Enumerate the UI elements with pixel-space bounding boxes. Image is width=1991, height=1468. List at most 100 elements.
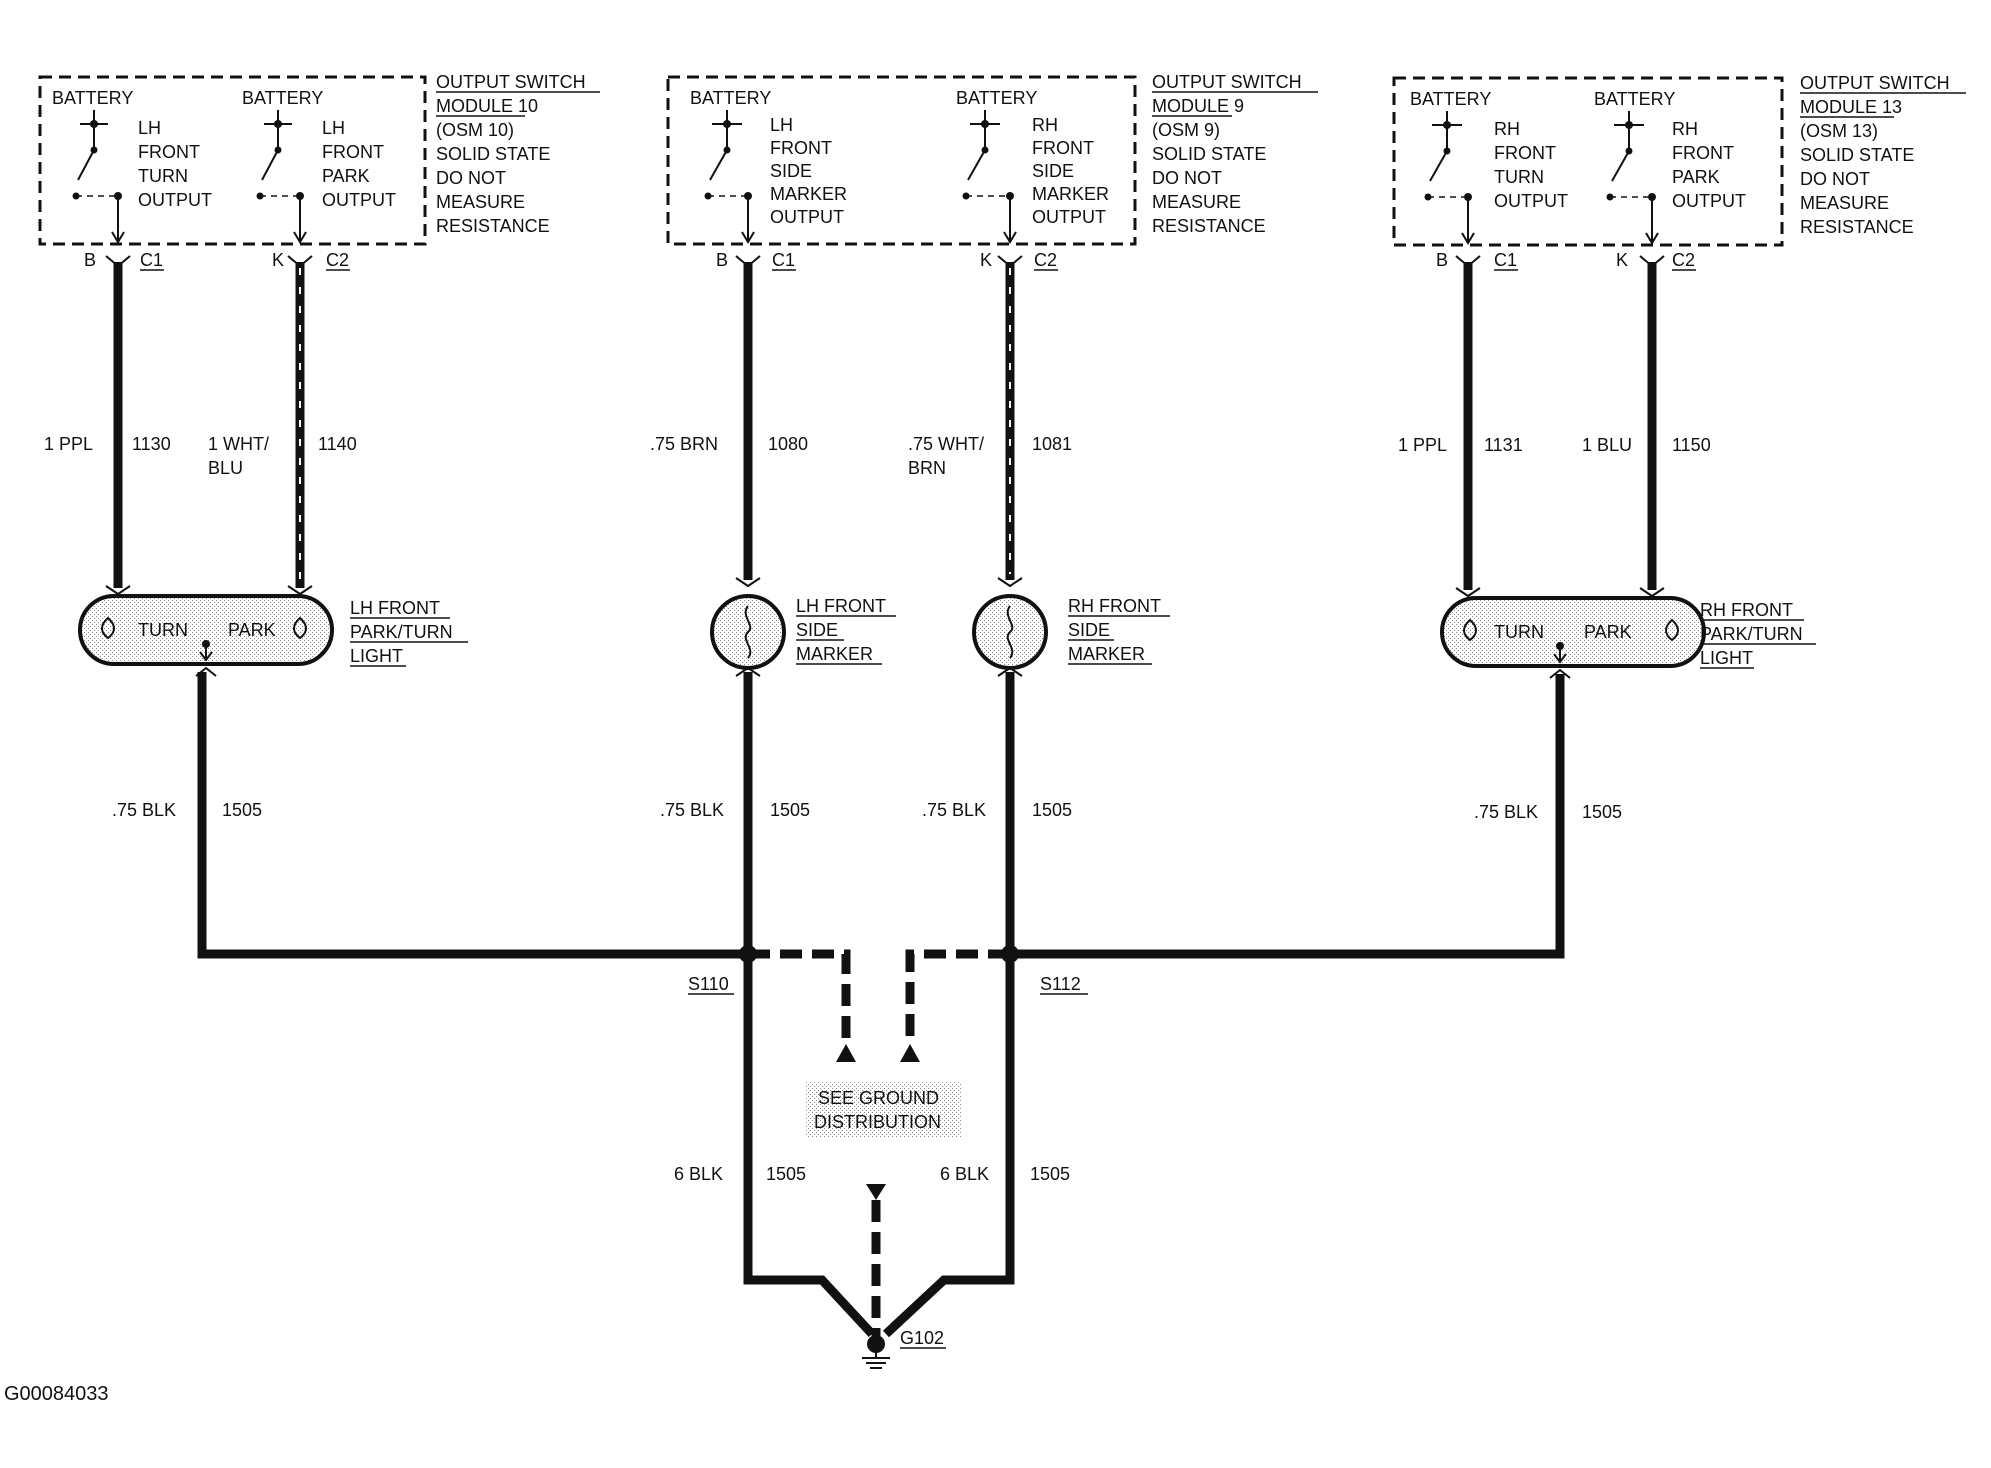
rh-light-ground-circuit: 1505	[1582, 802, 1622, 822]
svg-text:OUTPUT SWITCH: OUTPUT SWITCH	[1152, 72, 1302, 92]
ground-wires	[743, 954, 1015, 1338]
svg-text:MODULE 10: MODULE 10	[436, 96, 538, 116]
module-13-switch-1	[1424, 111, 1475, 245]
module-9-title: OUTPUT SWITCH MODULE 9 (OSM 9) SOLID STA…	[1152, 72, 1318, 236]
ground-right-color: 6 BLK	[940, 1164, 989, 1184]
wire-1130-circuit: 1130	[132, 434, 171, 454]
module-13-switch-2	[1606, 111, 1659, 245]
svg-text:LIGHT: LIGHT	[1700, 648, 1753, 668]
wire-1150-circuit: 1150	[1672, 435, 1711, 455]
upper-wire-labels: 1 PPL 1130 1 WHT/ BLU 1140 .75 BRN 1080 …	[44, 434, 1711, 478]
lh-front-side-marker: LH FRONT SIDE MARKER	[710, 594, 896, 670]
wire-1131-color: 1 PPL	[1398, 435, 1447, 455]
svg-text:SIDE: SIDE	[770, 161, 812, 181]
lh-light-ground-color: .75 BLK	[112, 800, 176, 820]
output-switch-module-10: BATTERY BATTERY LH FRONT TURN OUTPUT	[38, 72, 600, 271]
rh-marker-filament-icon	[1006, 605, 1014, 659]
module-9-conn-c1: C1	[772, 250, 795, 270]
svg-text:SOLID STATE: SOLID STATE	[436, 144, 550, 164]
svg-text:TURN: TURN	[138, 166, 188, 186]
svg-text:FRONT: FRONT	[1494, 143, 1556, 163]
module-10-switch-1	[72, 110, 125, 244]
module-10-title: OUTPUT SWITCH MODULE 10 (OSM 10) SOLID S…	[436, 72, 600, 236]
ground-left-color: 6 BLK	[674, 1164, 723, 1184]
module-9-switch-2	[962, 110, 1017, 244]
module-9-switch-2-label: RH FRONT SIDE MARKER OUTPUT	[1032, 115, 1109, 227]
lower-wire-labels: .75 BLK 1505 .75 BLK 1505 .75 BLK 1505 .…	[112, 800, 1622, 822]
rh-marker-ground-color: .75 BLK	[922, 800, 986, 820]
module-9-pin-k: K	[980, 250, 992, 270]
output-switch-module-13: BATTERY BATTERY RH FRONT TURN OUTPUT	[1392, 73, 1966, 271]
figure-id: G00084033	[4, 1383, 109, 1405]
svg-text:RESISTANCE: RESISTANCE	[436, 216, 550, 236]
module-10-switch-1-label: LH FRONT TURN OUTPUT	[138, 118, 212, 210]
wire-1505-lh-light	[197, 672, 748, 959]
svg-text:LH FRONT: LH FRONT	[350, 598, 440, 618]
svg-text:OUTPUT: OUTPUT	[138, 190, 212, 210]
module-13-switch-1-label: RH FRONT TURN OUTPUT	[1494, 119, 1568, 211]
lh-ground-distribution-link	[748, 949, 851, 1040]
svg-text:SOLID STATE: SOLID STATE	[1152, 144, 1266, 164]
svg-text:FRONT: FRONT	[770, 138, 832, 158]
output-switch-module-9: BATTERY BATTERY LH FRONT SIDE MARKER OUT…	[666, 72, 1318, 271]
svg-text:MEASURE: MEASURE	[1152, 192, 1241, 212]
rh-ground-distribution-link	[905, 949, 1010, 1040]
wire-1505-6blk-right	[882, 954, 1015, 1338]
module-10-battery-1: BATTERY	[52, 88, 133, 108]
svg-text:LH: LH	[770, 115, 793, 135]
module-13-title: OUTPUT SWITCH MODULE 13 (OSM 13) SOLID S…	[1800, 73, 1966, 237]
upper-wires	[105, 255, 1665, 598]
lower-wires	[195, 666, 1571, 1062]
ground-g102-label: G102	[900, 1328, 944, 1348]
wire-1081-color-2: BRN	[908, 458, 946, 478]
svg-text:LH: LH	[322, 118, 345, 138]
rh-light-ground-color: .75 BLK	[1474, 802, 1538, 822]
rh-turn-filament-icon	[1463, 618, 1477, 642]
wire-1131-circuit: 1131	[1484, 435, 1523, 455]
splice-s112-label: S112	[1040, 974, 1081, 994]
svg-text:MARKER: MARKER	[796, 644, 873, 664]
svg-text:PARK: PARK	[322, 166, 370, 186]
svg-text:MODULE 13: MODULE 13	[1800, 97, 1902, 117]
svg-text:RH: RH	[1494, 119, 1520, 139]
svg-text:TURN: TURN	[1494, 167, 1544, 187]
svg-text:LH FRONT: LH FRONT	[796, 596, 886, 616]
ground-left-circuit: 1505	[766, 1164, 806, 1184]
ground-arrow-icon	[866, 1184, 886, 1200]
svg-text:(OSM 9): (OSM 9)	[1152, 120, 1220, 140]
svg-text:RH FRONT: RH FRONT	[1700, 600, 1793, 620]
svg-text:LH: LH	[138, 118, 161, 138]
svg-text:MEASURE: MEASURE	[436, 192, 525, 212]
module-10-pin-k: K	[272, 250, 284, 270]
wire-1140-color-2: BLU	[208, 458, 243, 478]
svg-text:MARKER: MARKER	[1032, 184, 1109, 204]
svg-text:FRONT: FRONT	[138, 142, 200, 162]
svg-text:(OSM 10): (OSM 10)	[436, 120, 514, 140]
svg-text:OUTPUT: OUTPUT	[1032, 207, 1106, 227]
svg-text:FRONT: FRONT	[1032, 138, 1094, 158]
module-10-conn-c2: C2	[326, 250, 349, 270]
svg-text:DO NOT: DO NOT	[1152, 168, 1222, 188]
lh-light-turn-label: TURN	[138, 620, 188, 640]
wire-1081-circuit: 1081	[1032, 434, 1072, 454]
module-13-battery-1: BATTERY	[1410, 89, 1491, 109]
lh-marker-filament-icon	[744, 605, 752, 659]
svg-text:SIDE: SIDE	[1032, 161, 1074, 181]
svg-text:MEASURE: MEASURE	[1800, 193, 1889, 213]
module-13-conn-c2: C2	[1672, 250, 1695, 270]
lh-side-marker-label: LH FRONT SIDE MARKER	[796, 596, 896, 665]
lh-light-ground-circuit: 1505	[222, 800, 262, 820]
wire-1081-color: .75 WHT/	[908, 434, 984, 454]
svg-text:SOLID STATE: SOLID STATE	[1800, 145, 1914, 165]
module-9-switch-1	[704, 110, 755, 244]
svg-text:OUTPUT: OUTPUT	[1672, 191, 1746, 211]
turn-filament-icon	[101, 616, 115, 640]
svg-text:PARK/TURN: PARK/TURN	[1700, 624, 1803, 644]
rh-side-marker-label: RH FRONT SIDE MARKER	[1068, 596, 1170, 665]
lh-light-park-label: PARK	[228, 620, 276, 640]
module-10-battery-2: BATTERY	[242, 88, 323, 108]
svg-text:OUTPUT: OUTPUT	[322, 190, 396, 210]
svg-text:FRONT: FRONT	[322, 142, 384, 162]
rh-front-side-marker: RH FRONT SIDE MARKER	[972, 594, 1170, 670]
